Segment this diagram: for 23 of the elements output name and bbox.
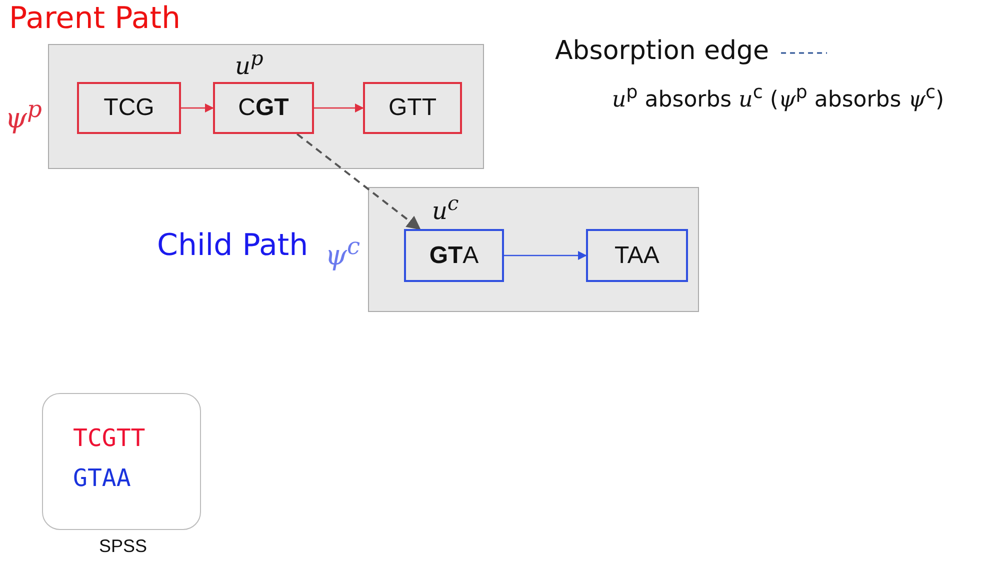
arrow [181, 103, 214, 113]
kmer-label: GTA [429, 242, 479, 270]
math-symbol: ψ$^{c}$ [325, 232, 360, 272]
dashed-arrow [296, 133, 421, 230]
math-symbol: u$^{p}$ [235, 46, 264, 80]
kmer-label: GTT [388, 94, 436, 122]
set-label: SPSS [99, 536, 148, 557]
arrow [314, 103, 364, 113]
sequence-text: GTAA [73, 464, 131, 492]
math-symbol: u$^{c}$ [432, 191, 459, 225]
note-text: u$^{p}$ absorbs u$^{c}$ (ψ$^{p}$ absorbs ψ$^{c}$) [612, 82, 944, 112]
kmer-label: CGT [238, 94, 289, 122]
sequence-text: TCGTT [73, 424, 146, 452]
kmer-box [586, 229, 688, 282]
math-symbol: ψ$^{p}$ [5, 95, 42, 134]
kmer-label: TCG [104, 94, 154, 122]
group-heading: Child Path [157, 228, 308, 263]
arrow [504, 250, 587, 260]
kmer-box [77, 82, 181, 134]
group-heading: Parent Path [9, 1, 180, 36]
legend-text: Absorption edge [555, 36, 770, 66]
kmer-box [363, 82, 462, 134]
kmer-label: TAA [614, 242, 660, 270]
